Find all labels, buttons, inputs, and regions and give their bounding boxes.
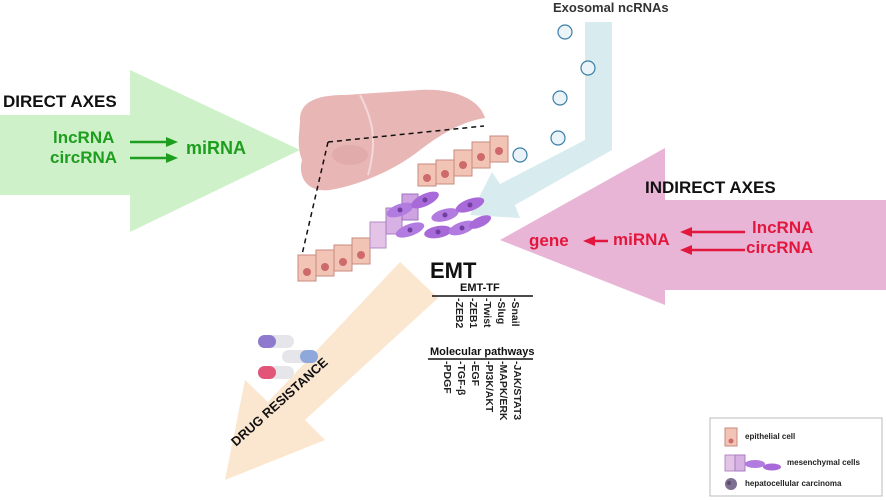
- pathway-item: -PI3K/AKT: [483, 361, 495, 413]
- direct-axes-heading: DIRECT AXES: [3, 92, 117, 111]
- exosome-icons: [512, 24, 596, 163]
- direct-small-arrows: [130, 137, 178, 163]
- indirect-circrna-label: circRNA: [746, 238, 814, 257]
- pathway-item: -TGF-β: [455, 361, 467, 396]
- indirect-mirna-label: miRNA: [613, 230, 670, 249]
- mesenchymal-cells: [369, 191, 492, 249]
- pill-icons: [258, 335, 318, 379]
- legend-hcc-label: hepatocellular carcinoma: [745, 479, 842, 488]
- pathway-item: -EGF: [469, 361, 481, 387]
- pathway-item: -MAPK/ERK: [497, 361, 509, 421]
- indirect-axes-heading: INDIRECT AXES: [645, 178, 776, 197]
- direct-circrna-label: circRNA: [50, 148, 118, 167]
- emt-title: EMT: [430, 258, 477, 283]
- emt-tf-item: -ZEB2: [453, 298, 465, 329]
- zoom-line-1: [327, 125, 485, 143]
- exosome-arrow: [470, 22, 612, 218]
- indirect-lncrna-label: lncRNA: [752, 218, 814, 237]
- indirect-gene-label: gene: [529, 231, 569, 250]
- liver-illustration: [298, 89, 485, 191]
- legend-mesenchymal-label: mesenchymal cells: [787, 458, 860, 467]
- emt-tf-item: -Twist: [481, 298, 493, 328]
- epithelial-cells-lower: [297, 237, 371, 282]
- legend-box: [709, 417, 883, 497]
- pathways-heading: Molecular pathways: [430, 346, 535, 358]
- emt-tf-item: -Slug: [495, 298, 507, 325]
- direct-lncrna-label: lncRNA: [53, 128, 115, 147]
- emt-tf-heading: EMT-TF: [460, 282, 500, 294]
- epithelial-cells-upper: [417, 135, 509, 187]
- drug-resistance-arrow: [225, 262, 438, 480]
- indirect-small-arrows: [583, 227, 745, 255]
- indirect-axes-arrow: [500, 148, 886, 305]
- emt-tf-item: -ZEB1: [467, 298, 479, 329]
- direct-axes-arrow: [0, 70, 300, 232]
- emt-tf-item: -Snail: [509, 298, 521, 327]
- direct-mirna-label: miRNA: [186, 138, 247, 158]
- pathway-item: -JAK/STAT3: [511, 361, 523, 421]
- pathway-item: -PDGF: [441, 361, 453, 394]
- exosomal-title: Exosomal ncRNAs: [553, 0, 669, 15]
- legend-epithelial-label: epithelial cell: [745, 432, 796, 441]
- zoom-line-2: [297, 141, 329, 273]
